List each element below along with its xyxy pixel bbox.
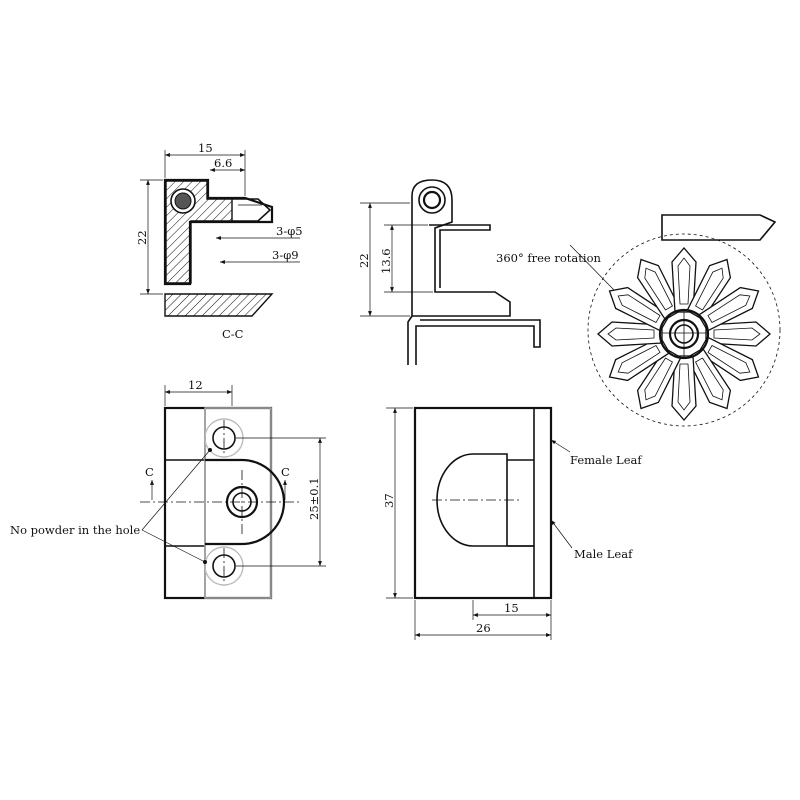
rotation-leaf-inner — [644, 357, 673, 401]
rotation-leader — [569, 244, 615, 291]
section-mark-left: C — [145, 465, 154, 479]
front-knuckle — [205, 458, 286, 546]
rotation-leaf-inner — [695, 267, 724, 311]
dim-height-22: 22 — [135, 230, 149, 245]
rotation-leaf-inner — [707, 294, 751, 323]
male-leaf-label: Male Leaf — [574, 547, 633, 561]
section-view-c-c: 15 6.6 22 3-φ5 3-φ9 C-C — [135, 141, 303, 341]
front-dim-pitch: 25±0.1 — [307, 477, 321, 520]
rotation-top-leaf — [661, 214, 777, 241]
rotation-view: 360° free rotation — [496, 214, 781, 427]
dim-width-15: 15 — [198, 141, 213, 155]
rear-dim-15: 15 — [504, 601, 519, 615]
rear-dim-37: 37 — [382, 493, 396, 508]
rotation-leaf-inner — [677, 257, 691, 305]
rotation-label: 360° free rotation — [496, 251, 601, 265]
side-dim-13-6: 13.6 — [379, 248, 393, 274]
no-powder-note: No powder in the hole — [10, 523, 140, 537]
front-view: C C 12 25±0.1 No powder in the hole — [10, 378, 326, 600]
side-dim-22: 22 — [357, 253, 371, 268]
rotation-spokes — [597, 247, 771, 421]
side-male-leaf — [407, 315, 541, 365]
rotation-leaf-inner — [707, 345, 751, 374]
countersink-profile — [232, 198, 272, 222]
rotation-leaf-inner — [644, 267, 673, 311]
pin-core — [174, 192, 192, 210]
rotation-leaf-inner — [713, 327, 761, 341]
rotation-leaf-inner — [617, 294, 661, 323]
section-mark-right: C — [281, 465, 290, 479]
rotation-leaf-inner — [617, 345, 661, 374]
rear-dim-26: 26 — [476, 621, 491, 635]
front-dim-12: 12 — [188, 378, 203, 392]
hole-callout-large: 3-φ9 — [272, 248, 299, 262]
front-grey-leaf — [204, 407, 272, 599]
side-knuckle — [418, 186, 446, 214]
side-female-leaf — [429, 224, 491, 288]
section-profile — [163, 178, 274, 286]
rotation-circle — [587, 233, 781, 427]
rear-outline — [413, 406, 553, 600]
front-outline — [163, 406, 273, 600]
dim-offset-6-6: 6.6 — [214, 156, 232, 170]
section-label: C-C — [222, 327, 244, 341]
side-pin — [422, 190, 442, 210]
rotation-leaf-inner — [677, 363, 691, 411]
rotation-leaf-inner — [695, 357, 724, 401]
hole-callout-small: 3-φ5 — [276, 224, 303, 238]
side-profile-outer — [411, 179, 511, 317]
rotation-leaf-inner — [607, 327, 655, 341]
rotation-leaf-position — [697, 286, 760, 332]
side-view: 22 13.6 — [357, 179, 541, 365]
rear-knuckle-right — [473, 453, 508, 546]
female-leaf-label: Female Leaf — [570, 453, 642, 467]
rear-view: 37 15 26 Female Leaf Male Leaf — [382, 406, 642, 640]
base-plate — [164, 293, 274, 317]
